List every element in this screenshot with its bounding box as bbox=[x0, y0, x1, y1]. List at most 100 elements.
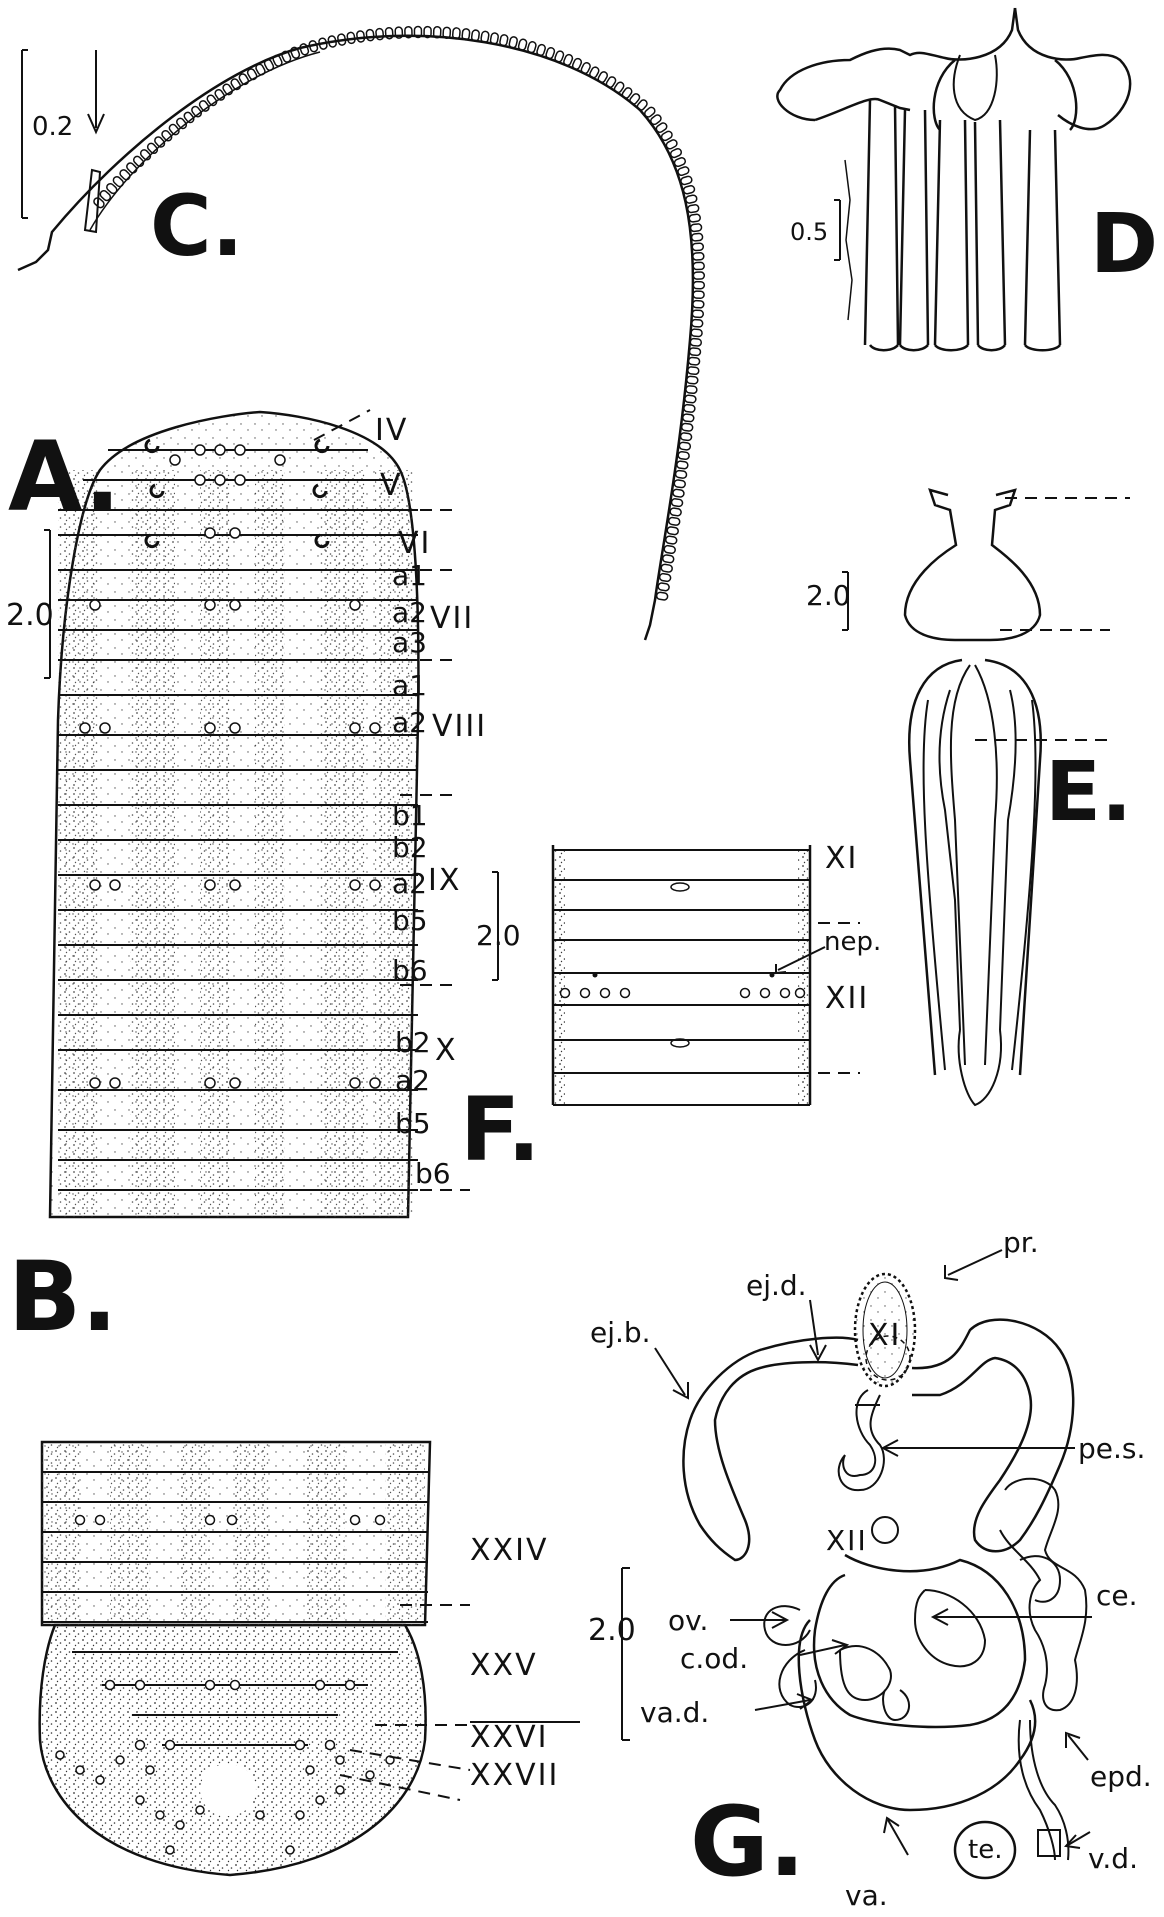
pore-dot bbox=[561, 989, 570, 998]
figure-label-c: C. bbox=[150, 177, 244, 275]
sensilla-dot bbox=[336, 1786, 344, 1794]
stipple-band bbox=[385, 1442, 425, 1625]
sensilla-dot bbox=[346, 1681, 355, 1690]
jaw-tooth bbox=[685, 395, 697, 403]
scale-e: 2.0 bbox=[806, 579, 851, 612]
seg-b-xxiv: XXIV bbox=[470, 1533, 548, 1568]
sensilla-dot bbox=[80, 723, 90, 733]
sensilla-dot bbox=[326, 1741, 335, 1750]
sensilla-dot bbox=[176, 1821, 184, 1829]
label-vad: va.d. bbox=[640, 1696, 709, 1729]
jaw-tooth bbox=[661, 564, 673, 573]
stipple-band bbox=[58, 470, 98, 1217]
sensilla-dot bbox=[306, 1766, 314, 1774]
jaw-tooth bbox=[527, 41, 537, 54]
sensilla-dot bbox=[110, 880, 120, 890]
stipple-band bbox=[320, 470, 365, 1217]
annulus-b1-ix: b1 bbox=[392, 799, 428, 832]
jaw-tooth bbox=[499, 34, 508, 46]
sensilla-dot bbox=[316, 1796, 324, 1804]
jaw-tooth bbox=[676, 461, 688, 469]
sensilla-dot bbox=[215, 475, 225, 485]
jaw-tooth bbox=[677, 166, 690, 176]
sensilla-dot bbox=[316, 1681, 325, 1690]
jaw-tooth bbox=[509, 36, 518, 48]
jaw-tooth bbox=[693, 301, 704, 308]
annulus-b5-ix: b5 bbox=[392, 904, 428, 937]
stipple-band bbox=[255, 470, 285, 1217]
seg-a-viii: VIII bbox=[432, 709, 487, 744]
label-vd: v.d. bbox=[1088, 1842, 1138, 1875]
sensilla-dot bbox=[230, 880, 240, 890]
label-cod: c.od. bbox=[680, 1642, 748, 1675]
jaw-tooth bbox=[687, 204, 699, 213]
sensilla-dot bbox=[205, 1078, 215, 1088]
label-pr: pr. bbox=[1003, 1226, 1039, 1259]
annulus-a1-viii: a1 bbox=[392, 669, 427, 702]
sensilla-dot bbox=[206, 1516, 215, 1525]
panel-b: B. XXIV XXV XXVI XXVII bbox=[8, 1241, 580, 1875]
stipple-band bbox=[305, 1442, 345, 1625]
sensilla-dot bbox=[231, 1681, 240, 1690]
jaw-tooth bbox=[680, 433, 692, 441]
jaw-tooth bbox=[684, 404, 696, 412]
jaw-tooth bbox=[366, 29, 374, 41]
jaw-tooth bbox=[675, 470, 687, 478]
jaw-tooth bbox=[681, 423, 693, 431]
seg-f-xii: XII bbox=[825, 981, 869, 1016]
sensilla-dot bbox=[296, 1741, 305, 1750]
jaw-tooth bbox=[689, 348, 701, 356]
sensilla-dot bbox=[195, 475, 205, 485]
annulus-a2-x: a2 bbox=[395, 1064, 430, 1097]
seg-f-xi: XI bbox=[825, 841, 858, 876]
sensilla-dot bbox=[96, 1776, 104, 1784]
jaw-tooth bbox=[662, 554, 674, 563]
jaw-tooth bbox=[356, 31, 364, 43]
sensilla-dot bbox=[256, 1811, 264, 1819]
scale-f: 2.0 bbox=[476, 919, 521, 952]
sensilla-dot bbox=[235, 475, 245, 485]
annulus-b6-x: b6 bbox=[415, 1157, 451, 1190]
figure-label-e: E. bbox=[1045, 745, 1132, 840]
panel-d: 0.5 D. bbox=[777, 8, 1164, 350]
panel-f: XI nep. XII 2.0 F. bbox=[460, 841, 881, 1181]
jaw-tooth bbox=[664, 545, 676, 554]
annulus-a2-ix: a2 bbox=[392, 867, 427, 900]
sensilla-dot bbox=[116, 1756, 124, 1764]
label-xi-g: XI bbox=[868, 1318, 901, 1353]
sensilla-dot bbox=[230, 1078, 240, 1088]
sensilla-dot bbox=[230, 600, 240, 610]
jaw-tooth bbox=[686, 386, 698, 394]
figure-label-d: D. bbox=[1090, 197, 1164, 292]
sensilla-dot bbox=[90, 1078, 100, 1088]
jaw-tooth bbox=[693, 272, 704, 279]
sensilla-dot bbox=[350, 723, 360, 733]
annulus-a2-viii: a2 bbox=[392, 706, 427, 739]
sensilla-dot bbox=[136, 1741, 145, 1750]
sensilla-dot bbox=[96, 1516, 105, 1525]
sensilla-dot bbox=[205, 600, 215, 610]
jaw-tooth bbox=[690, 224, 702, 232]
seg-a-x: X bbox=[435, 1033, 458, 1068]
seg-b-xxvi: XXVI bbox=[470, 1720, 548, 1755]
stipple-band bbox=[130, 470, 175, 1217]
sensilla-dot bbox=[166, 1846, 174, 1854]
scale-d: 0.5 bbox=[790, 218, 828, 246]
jaw-tooth bbox=[689, 214, 701, 223]
stipple-band bbox=[200, 470, 230, 1217]
jaw-tooth bbox=[685, 195, 697, 204]
nep-label: nep. bbox=[824, 927, 881, 957]
jaw-tooth bbox=[692, 243, 703, 251]
label-va: va. bbox=[845, 1879, 888, 1912]
pore-dot bbox=[601, 989, 610, 998]
jaw-tooth bbox=[691, 319, 702, 327]
annulus-a2-vii: a2 bbox=[392, 596, 427, 629]
figure-label-g: G. bbox=[690, 1786, 805, 1898]
pore-dot bbox=[796, 989, 805, 998]
panel-a: IV V VI a1 a2 VII a3 a1 a2 VIII b1 b2 a2… bbox=[6, 410, 487, 1217]
sensilla-dot bbox=[136, 1796, 144, 1804]
stipple-band bbox=[110, 1442, 150, 1625]
sensilla-dot bbox=[351, 1516, 360, 1525]
jaw-tooth bbox=[671, 498, 683, 507]
